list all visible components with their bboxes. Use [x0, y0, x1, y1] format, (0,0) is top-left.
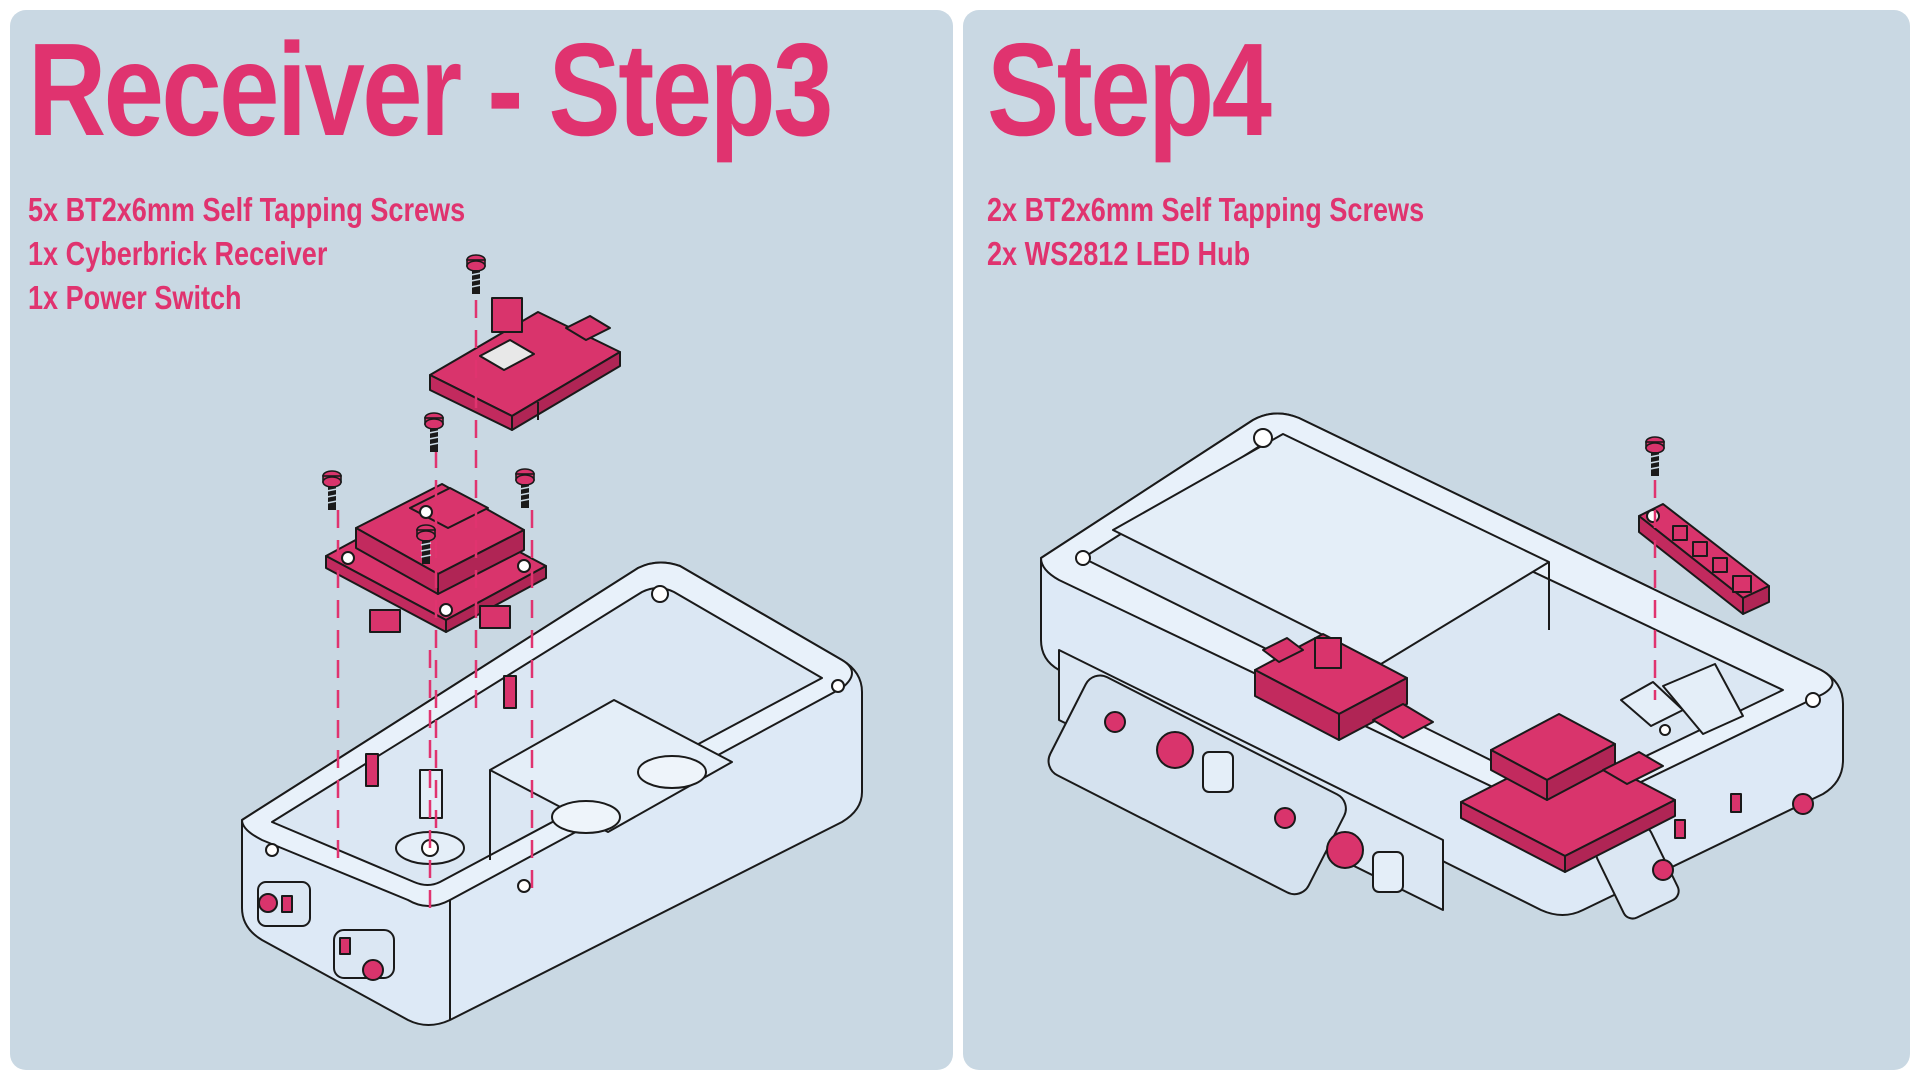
receiver-enclosure — [241, 561, 863, 1026]
step4-panel: Step4 2x BT2x6mm Self Tapping Screws 2x … — [963, 10, 1910, 1070]
assembled-enclosure — [1040, 412, 1844, 920]
screw-icon — [424, 412, 444, 453]
step3-illustration — [241, 254, 863, 1026]
screw-icon — [1645, 436, 1665, 477]
step3-part-screws: 5x BT2x6mm Self Tapping Screws — [28, 191, 466, 228]
power-switch — [429, 297, 621, 431]
step4-part-screws: 2x BT2x6mm Self Tapping Screws — [987, 191, 1425, 228]
step4-illustration — [1040, 412, 1844, 920]
screw-icon — [466, 254, 486, 295]
step3-part-receiver: 1x Cyberbrick Receiver — [28, 235, 328, 272]
step3-parts-list: 5x BT2x6mm Self Tapping Screws 1x Cyberb… — [28, 188, 561, 320]
step3-panel: Receiver - Step3 5x BT2x6mm Self Tapping… — [10, 10, 953, 1070]
step4-title: Step4 — [987, 16, 1272, 163]
step3-part-power-switch: 1x Power Switch — [28, 279, 242, 316]
screw-icon — [515, 468, 535, 509]
step3-title: Receiver - Step3 — [28, 16, 833, 163]
screw-icon — [322, 470, 342, 511]
step4-part-led-hub: 2x WS2812 LED Hub — [987, 235, 1251, 272]
cyberbrick-receiver — [325, 483, 547, 633]
led-hub — [1638, 503, 1770, 615]
step3-guide-lines — [336, 300, 534, 910]
step4-parts-list: 2x BT2x6mm Self Tapping Screws 2x WS2812… — [987, 188, 1520, 276]
